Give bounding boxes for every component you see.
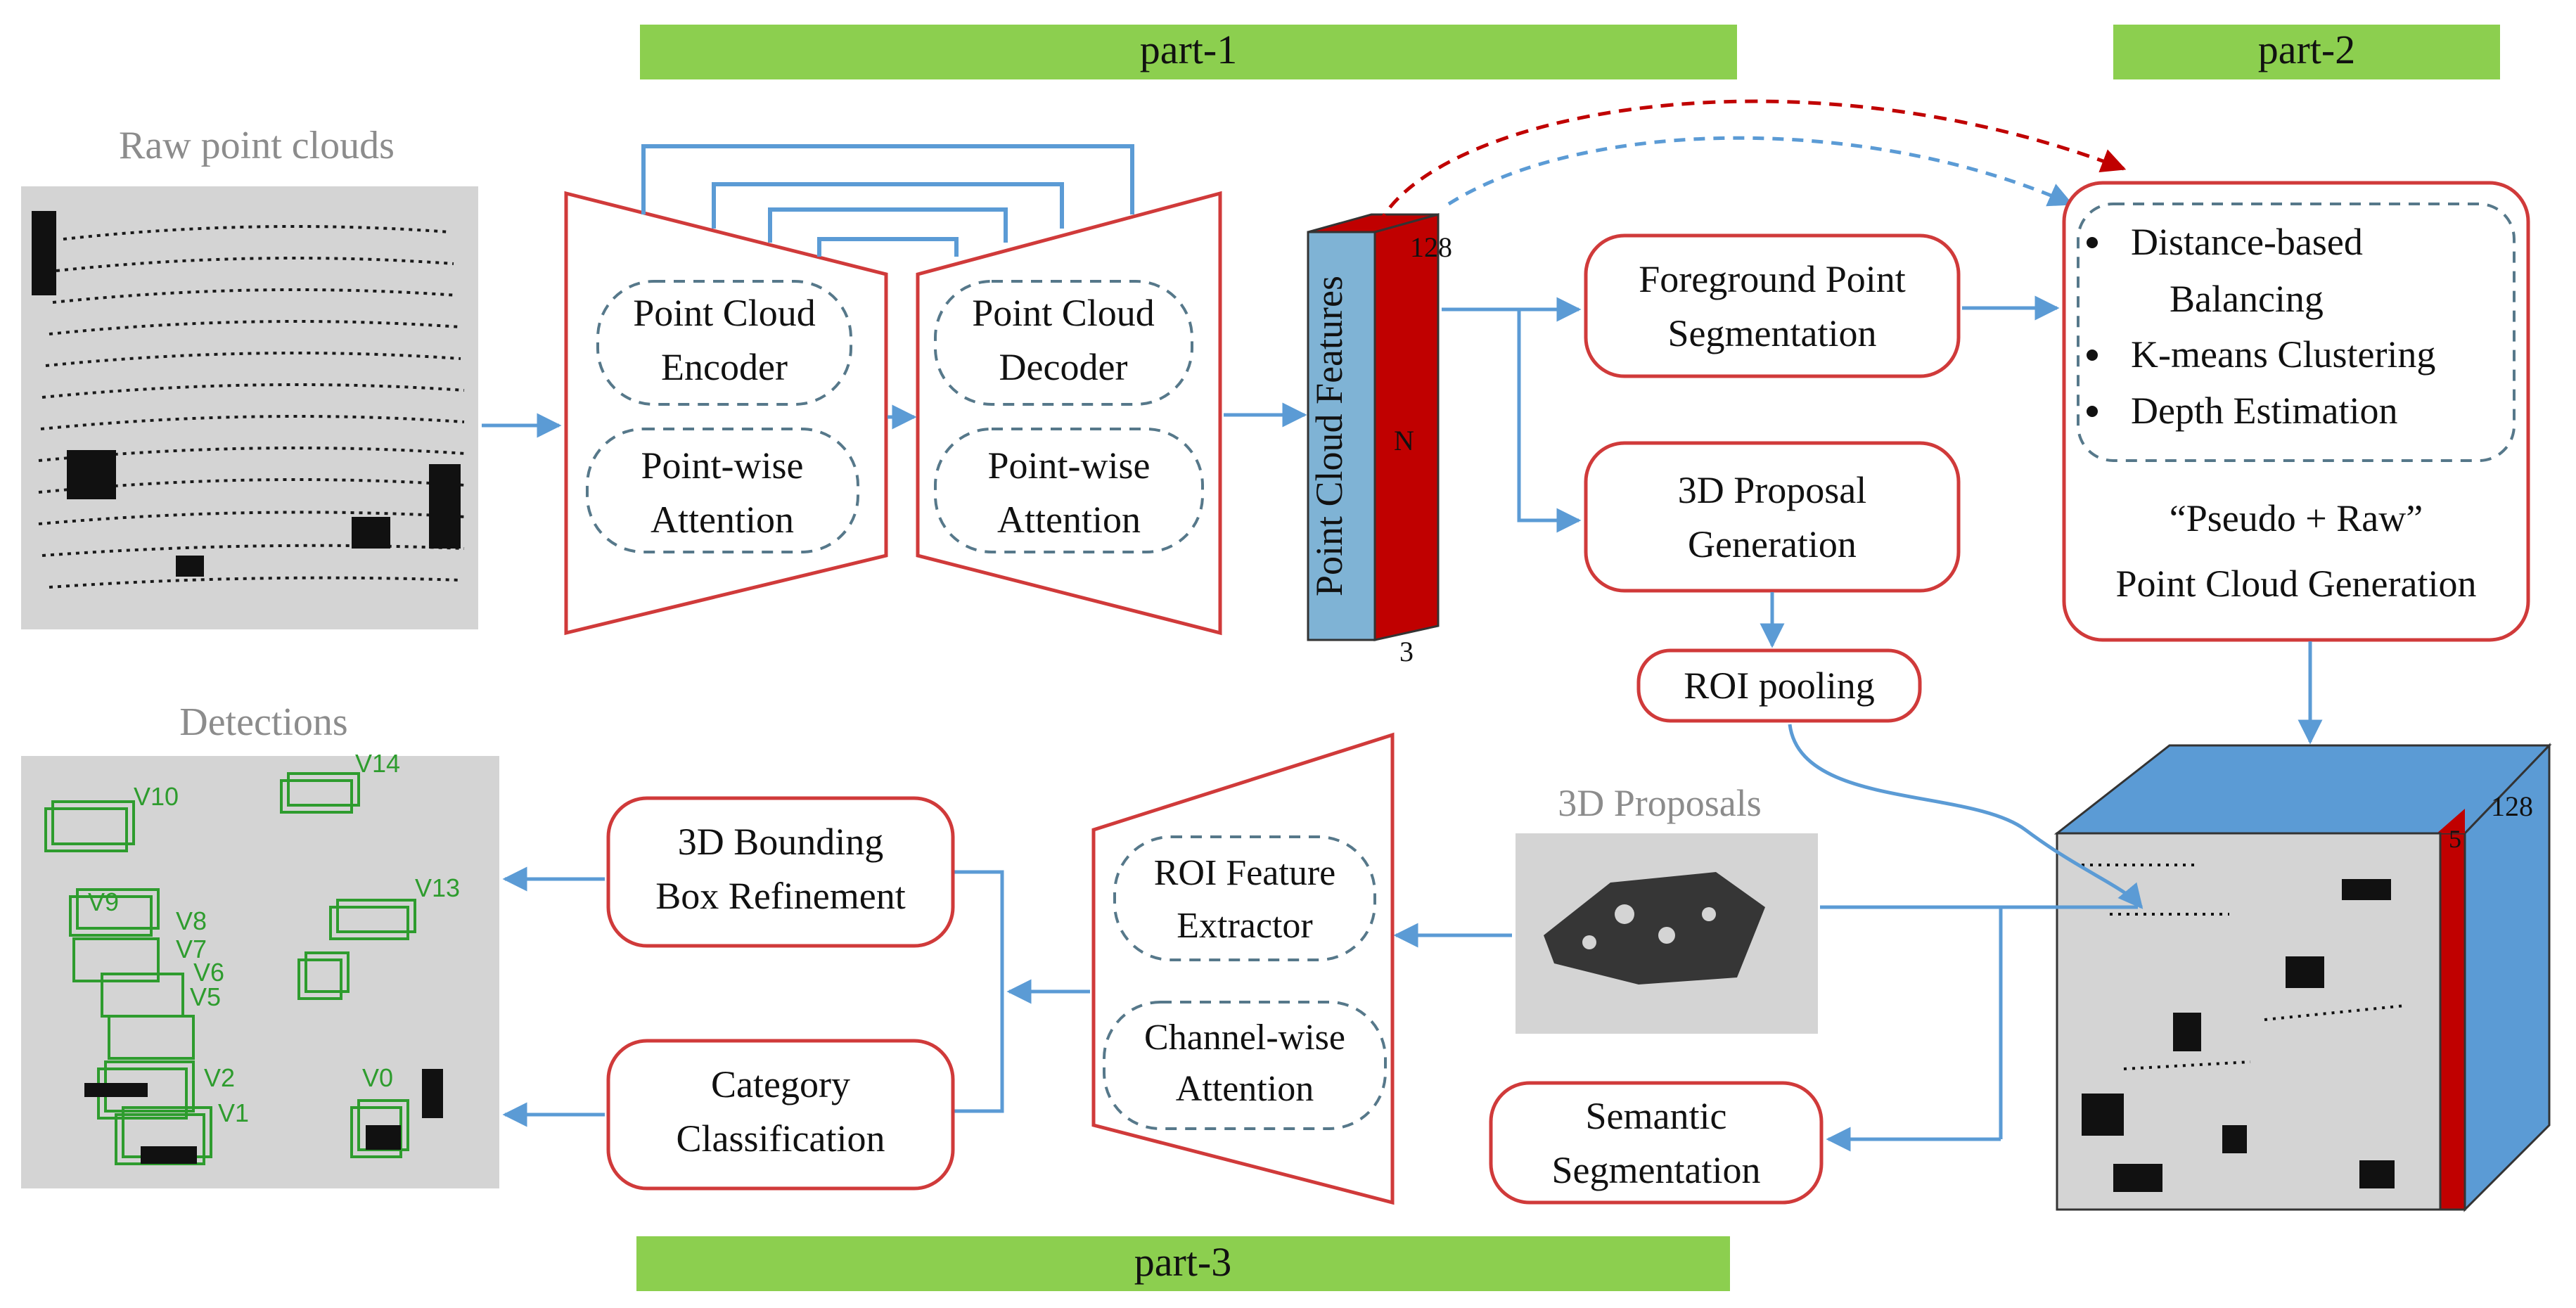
encoder-trapezoid bbox=[564, 191, 888, 636]
part-3-label: part-3 bbox=[1134, 1239, 1232, 1285]
detection-label-v0: V0 bbox=[362, 1063, 393, 1092]
item-distance-balancing-line2: Balancing bbox=[2170, 278, 2324, 320]
classification-line2: Classification bbox=[677, 1117, 885, 1160]
part-1-banner: part-1 bbox=[640, 25, 1737, 79]
channel-attention-line2: Attention bbox=[1176, 1069, 1314, 1109]
semantic-line2: Segmentation bbox=[1552, 1149, 1761, 1191]
part-2-banner: part-2 bbox=[2113, 25, 2500, 79]
arrow-roi-to-cube bbox=[1788, 724, 2144, 909]
encoder-attention-box: Point-wise Attention bbox=[586, 428, 859, 553]
decoder-trapezoid bbox=[916, 191, 1222, 636]
3d-bounding-box-refinement-box: 3D Bounding Box Refinement bbox=[606, 796, 955, 948]
decoder-label-line1: Point Cloud bbox=[972, 292, 1155, 334]
point-cloud-features-block: Point Cloud Features 128 N 3 bbox=[1307, 213, 1452, 667]
detection-label-v7: V7 bbox=[176, 935, 207, 963]
detections-title: Detections bbox=[179, 700, 347, 744]
raw-point-cloud-image bbox=[21, 186, 478, 629]
point-cloud-decoder-box: Point Cloud Decoder bbox=[934, 280, 1193, 406]
detection-label-v2: V2 bbox=[204, 1063, 235, 1092]
roi-pooling-box: ROI pooling bbox=[1636, 648, 1922, 723]
encoder-attention-line2: Attention bbox=[651, 499, 794, 541]
decoder-attention-line2: Attention bbox=[997, 499, 1141, 541]
detection-label-v5: V5 bbox=[190, 982, 221, 1011]
red-dashed-arc bbox=[1376, 99, 2127, 226]
features-dim-3: 3 bbox=[1399, 636, 1414, 667]
pseudo-raw-caption-line1: “Pseudo + Raw” bbox=[2170, 497, 2423, 539]
semantic-segmentation-box: Semantic Segmentation bbox=[1489, 1081, 1824, 1205]
skip-connections bbox=[641, 144, 1134, 257]
part-2-label: part-2 bbox=[2258, 27, 2356, 72]
channel-wise-attention-box: Channel-wise Attention bbox=[1103, 1001, 1387, 1130]
detections-image: V10 V14 V9 V8 V13 V7 V6 V5 V2 V0 V1 bbox=[21, 749, 499, 1188]
roi-pooling-label: ROI pooling bbox=[1684, 665, 1875, 707]
channel-attention-line1: Channel-wise bbox=[1144, 1018, 1345, 1058]
detection-label-v1: V1 bbox=[218, 1098, 249, 1127]
pseudo-raw-caption-line2: Point Cloud Generation bbox=[2116, 563, 2477, 605]
proposal-line1: 3D Proposal bbox=[1678, 469, 1867, 511]
cube-dim-128: 128 bbox=[2491, 790, 2533, 822]
detection-label-v13: V13 bbox=[415, 873, 460, 902]
item-distance-balancing-line1: Distance-based bbox=[2131, 221, 2363, 263]
detection-label-v8: V8 bbox=[176, 906, 207, 935]
raw-point-clouds-title: Raw point clouds bbox=[119, 124, 395, 167]
point-cloud-features-label: Point Cloud Features bbox=[1308, 276, 1350, 596]
point-cloud-encoder-box: Point Cloud Encoder bbox=[596, 280, 852, 406]
foreground-line2: Segmentation bbox=[1668, 312, 1877, 354]
detection-label-v9: V9 bbox=[88, 887, 119, 916]
features-fanout bbox=[1442, 297, 1582, 533]
pseudo-raw-point-cloud-cube: 128 5 bbox=[2053, 743, 2552, 1212]
encoder-label-line1: Point Cloud bbox=[633, 292, 816, 334]
roi-extractor-line2: Extractor bbox=[1177, 906, 1312, 946]
3d-proposals-image bbox=[1516, 833, 1818, 1034]
bbox-refine-line1: 3D Bounding bbox=[678, 821, 884, 863]
category-classification-box: Category Classification bbox=[606, 1039, 955, 1191]
cube-outputs bbox=[1393, 905, 2138, 1152]
item-depth-estimation: Depth Estimation bbox=[2131, 390, 2397, 432]
part-1-label: part-1 bbox=[1140, 27, 1238, 72]
pseudo-raw-generation-box: Distance-based Balancing K-means Cluster… bbox=[2062, 181, 2530, 642]
roi-feature-extractor-box: ROI Feature Extractor bbox=[1113, 835, 1376, 961]
semantic-line1: Semantic bbox=[1586, 1095, 1727, 1137]
encoder-label-line2: Encoder bbox=[661, 346, 788, 388]
proposal-line2: Generation bbox=[1688, 523, 1857, 565]
classification-line1: Category bbox=[711, 1063, 850, 1105]
decoder-label-line2: Decoder bbox=[999, 346, 1128, 388]
3d-proposal-generation-box: 3D Proposal Generation bbox=[1584, 441, 1961, 593]
roi-extractor-trapezoid bbox=[1091, 732, 1395, 1205]
head-connectors bbox=[502, 866, 1090, 1127]
features-dim-128: 128 bbox=[1410, 231, 1452, 263]
cube-dim-5: 5 bbox=[2449, 825, 2461, 853]
3d-proposals-title: 3D Proposals bbox=[1558, 782, 1762, 824]
detection-label-v10: V10 bbox=[134, 782, 179, 811]
decoder-attention-box: Point-wise Attention bbox=[934, 428, 1204, 553]
decoder-attention-line1: Point-wise bbox=[987, 444, 1150, 487]
foreground-line1: Foreground Point bbox=[1639, 258, 1906, 300]
part-3-banner: part-3 bbox=[636, 1236, 1730, 1291]
item-kmeans: K-means Clustering bbox=[2131, 333, 2435, 376]
features-dim-n: N bbox=[1394, 425, 1414, 456]
roi-extractor-line1: ROI Feature bbox=[1154, 853, 1335, 893]
blue-dashed-arc bbox=[1447, 136, 2074, 207]
foreground-point-segmentation-box: Foreground Point Segmentation bbox=[1584, 233, 1961, 378]
detection-label-v14: V14 bbox=[355, 749, 400, 778]
detection-label-v6: V6 bbox=[193, 958, 224, 987]
encoder-attention-line1: Point-wise bbox=[641, 444, 803, 487]
bbox-refine-line2: Box Refinement bbox=[655, 875, 905, 917]
